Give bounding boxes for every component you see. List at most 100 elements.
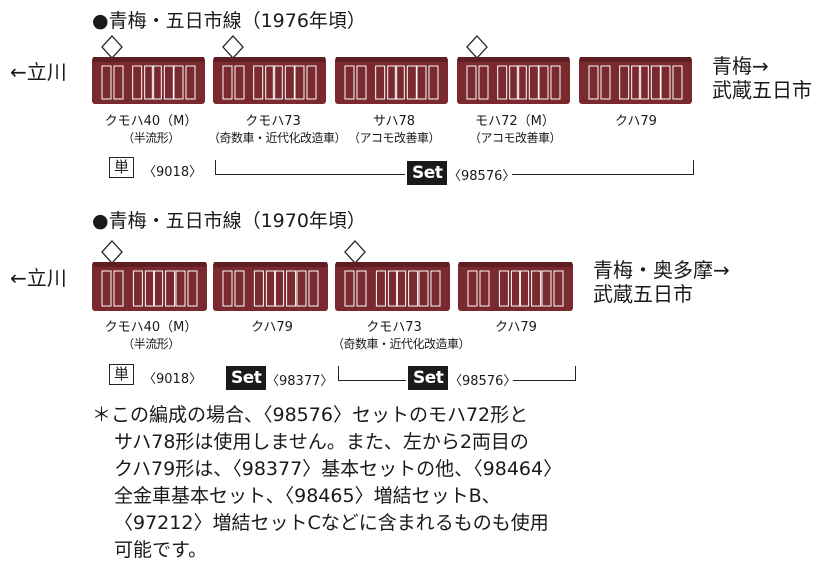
car-name: クモハ73 [245, 114, 301, 129]
section1-single-code: 〈9018〉 [143, 165, 203, 180]
car-door-outline [344, 65, 355, 100]
car-roof [93, 262, 206, 267]
car-door-outline [294, 65, 305, 100]
car-sub: （アコモ改善車） [468, 131, 562, 145]
car-sub: （アコモ改善車） [347, 131, 441, 145]
car-sub: （半流形） [122, 131, 180, 145]
car-door-outline [306, 65, 317, 100]
pantograph-icon [101, 240, 123, 264]
car-door-outline [478, 65, 489, 100]
section1-single-badge: 単 [109, 157, 135, 178]
section2-set1-badge: Set [226, 366, 267, 390]
car-roof [336, 262, 449, 267]
car-door-outline [387, 270, 398, 307]
section1-car4-label: モハ72（M） （アコモ改善車） [456, 114, 574, 146]
section1-car5-label: クハ79 [577, 114, 695, 130]
car-door-outline [101, 270, 112, 307]
section2-set2-bracket-right-tick [575, 366, 576, 381]
car-sub: （奇数車・近代化改造車） [208, 131, 347, 145]
car-roof [214, 262, 327, 267]
car-body [457, 57, 570, 104]
car-door-outline [418, 270, 429, 307]
car-door-outline [375, 65, 386, 100]
footnote-line-4: 全金車基本セット、〈98465〉増結セットB、 [114, 485, 501, 507]
section1-car-4 [457, 35, 570, 104]
car-door-outline [619, 65, 630, 100]
car-sub: （半流形） [122, 337, 180, 351]
section1-set-badge: Set [407, 161, 448, 185]
section2-right-direction-line2: 武蔵五日市 [593, 282, 693, 306]
car-door-outline [175, 270, 186, 307]
car-door-outline [588, 65, 599, 100]
car-door-outline [498, 270, 509, 307]
car-door-outline [144, 270, 155, 307]
car-body [579, 57, 692, 104]
section1-set-bracket-right-tick [693, 160, 694, 175]
car-door-outline [509, 65, 520, 100]
footnote-line-6: 可能です。 [114, 539, 208, 561]
section1-set-bracket-left-tick [215, 160, 216, 175]
car-roof [458, 57, 569, 62]
car-door-outline [356, 65, 367, 100]
car-door-outline [187, 270, 198, 307]
car-door-outline [672, 65, 683, 100]
car-door-outline [387, 65, 398, 100]
car-door-outline [253, 65, 264, 100]
car-door-outline [113, 65, 124, 100]
section2-set2-bracket-right [513, 380, 575, 381]
section2-right-direction: 青梅・奥多摩→ 武蔵五日市 [593, 258, 730, 306]
car-body [335, 57, 448, 104]
section2-car-2 [213, 262, 328, 311]
car-door-outline [286, 270, 297, 307]
car-name: サハ78 [372, 114, 416, 129]
section1-set-bracket-right [512, 174, 693, 175]
car-door-outline [541, 270, 552, 307]
car-door-outline [222, 270, 233, 307]
car-door-outline [516, 65, 527, 100]
car-roof [214, 57, 325, 62]
car-body [335, 262, 450, 311]
car-name: モハ72（M） [475, 114, 555, 129]
car-name: クモハ73 [366, 320, 422, 335]
section2-single-code: 〈9018〉 [143, 372, 203, 387]
section1-car-3 [335, 57, 448, 104]
section2-set1-code: 〈98377〉 [266, 374, 334, 389]
car-body [92, 57, 205, 104]
car-door-outline [151, 65, 162, 100]
car-door-outline [253, 270, 264, 307]
car-door-outline [416, 65, 427, 100]
car-door-outline [272, 65, 283, 100]
pantograph-icon [101, 35, 123, 59]
section1-right-direction-line2: 武蔵五日市 [712, 78, 812, 102]
car-door-outline [430, 270, 441, 307]
section2-right-direction-line1: 青梅・奥多摩→ [593, 258, 730, 282]
section1-right-direction: 青梅→ 武蔵五日市 [712, 54, 812, 102]
car-door-outline [101, 65, 112, 100]
car-door-outline [510, 270, 521, 307]
car-door-outline [234, 270, 245, 307]
car-door-outline [222, 65, 233, 100]
car-door-outline [113, 270, 124, 307]
car-door-outline [531, 270, 542, 307]
section2-left-direction: ←立川 [10, 266, 67, 290]
footnote-line-3: クハ79形は、〈98377〉基本セットの他、〈98464〉 [114, 458, 563, 480]
section2-car2-label: クハ79 [213, 320, 331, 336]
car-roof [580, 57, 691, 62]
car-body [92, 262, 207, 311]
car-door-outline [638, 65, 649, 100]
car-door-outline [660, 65, 671, 100]
car-door-outline [153, 270, 164, 307]
car-door-outline [600, 65, 611, 100]
section2-set2-code: 〈98576〉 [449, 374, 517, 389]
car-door-outline [396, 270, 407, 307]
car-door-outline [296, 270, 307, 307]
car-name: クハ79 [615, 114, 657, 129]
car-door-outline [466, 65, 477, 100]
section2-car-4 [458, 262, 573, 311]
pantograph-icon [344, 240, 366, 264]
footnote: ＊この編成の場合、〈98576〉セットのモハ72形と サハ78形は使用しません。… [92, 402, 592, 564]
car-door-outline [265, 270, 276, 307]
car-door-outline [519, 270, 530, 307]
car-door-outline [394, 65, 405, 100]
section1-left-direction: ←立川 [10, 60, 67, 84]
